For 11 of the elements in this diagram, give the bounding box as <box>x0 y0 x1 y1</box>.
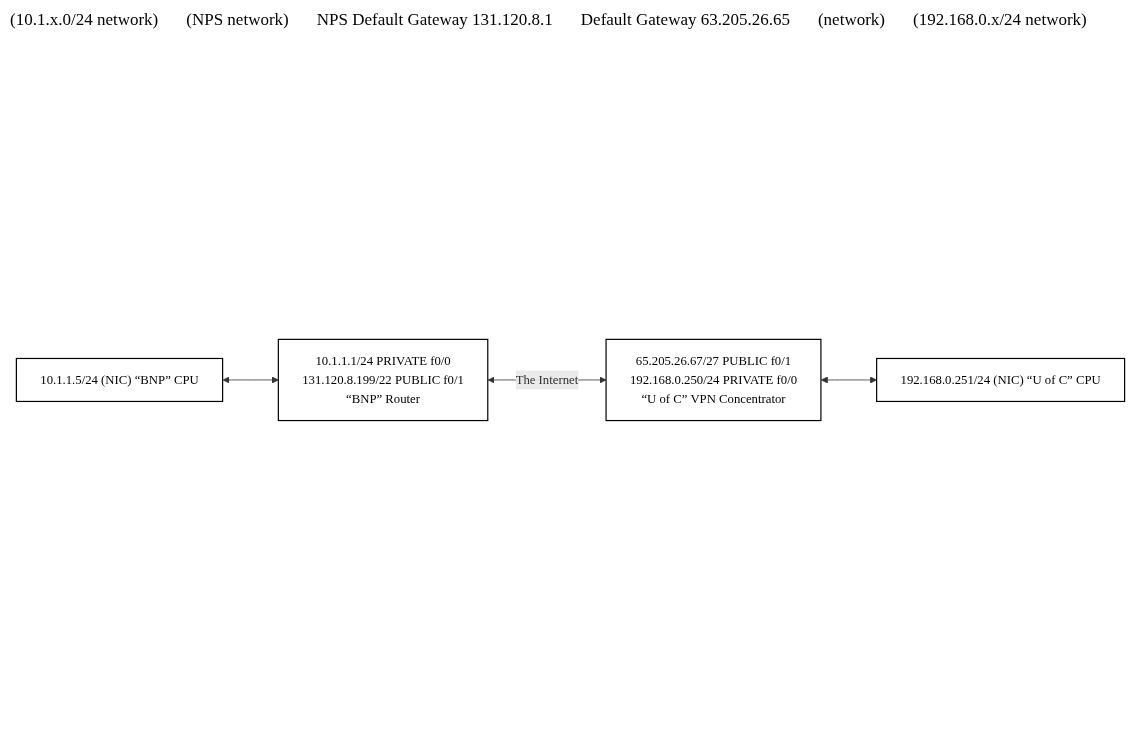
note-text: NPS Default Gateway 131.120.8.1 <box>316 10 553 30</box>
node-box: 192.168.0.251/24 (NIC) “U of C” CPU <box>876 357 1126 403</box>
note-text: (network) <box>817 10 885 30</box>
node-box: 10.1.1.1/24 PRIVATE f0/0 131.120.8.199/22 PUBLIC f0/1 “BNP” Router <box>277 338 489 422</box>
note-text: Default Gateway 63.205.26.65 <box>580 10 790 30</box>
note-text: (10.1.x.0/24 network) <box>10 10 159 30</box>
node-box: 65.205.26.67/27 PUBLIC f0/1 192.168.0.250/24 PRIVATE f0/0 “U of C” VPN Concentrator <box>605 338 822 422</box>
note-text: (NPS network) <box>186 10 289 30</box>
edge-label: The Internet <box>515 372 579 387</box>
node-box: 10.1.1.5/24 (NIC) “BNP” CPU <box>15 357 224 403</box>
note-text: (192.168.0.x/24 network) <box>913 10 1087 30</box>
